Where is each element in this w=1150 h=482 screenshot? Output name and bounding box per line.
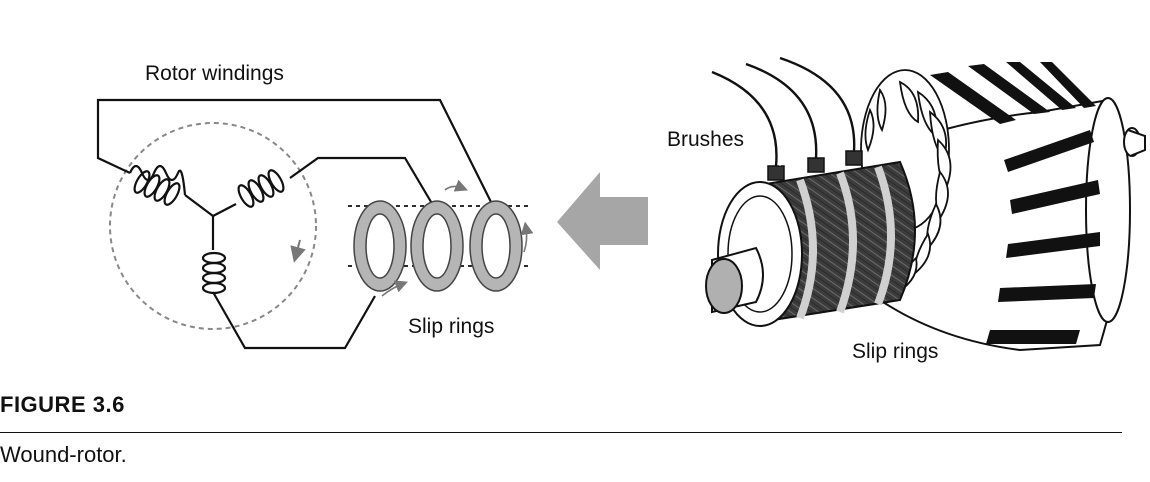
label-rotor-windings: Rotor windings bbox=[145, 62, 284, 85]
figure-caption: Wound-rotor. bbox=[0, 442, 127, 468]
label-slip-rings-right: Slip rings bbox=[852, 340, 938, 363]
coil-right bbox=[236, 168, 287, 209]
schematic-slip-ring-2 bbox=[411, 201, 463, 291]
schematic-slip-ring-3 bbox=[470, 201, 522, 291]
direction-arrow bbox=[557, 172, 648, 270]
rotation-arrow bbox=[296, 240, 300, 255]
rotor-schematic: Rotor windings Slip rings bbox=[98, 62, 530, 348]
label-brushes: Brushes bbox=[667, 128, 744, 151]
schematic-slip-ring-1 bbox=[354, 201, 406, 291]
rotor-illustration: Brushes Slip rings bbox=[667, 58, 1145, 363]
ring-rotation-arrow-top bbox=[445, 186, 462, 190]
coil-left bbox=[130, 166, 185, 207]
slip-ring-assembly bbox=[706, 162, 915, 326]
brush-3 bbox=[846, 151, 862, 165]
label-slip-rings-left: Slip rings bbox=[408, 315, 494, 338]
wound-rotor-figure: Rotor windings Slip rings bbox=[0, 0, 1150, 370]
figure-number: FIGURE 3.6 bbox=[0, 392, 125, 418]
ring-rotation-arrow-right bbox=[524, 228, 527, 252]
caption-divider bbox=[0, 432, 1122, 433]
brush-2 bbox=[808, 158, 824, 172]
coil-bottom bbox=[203, 253, 225, 293]
brush-1 bbox=[768, 166, 784, 180]
